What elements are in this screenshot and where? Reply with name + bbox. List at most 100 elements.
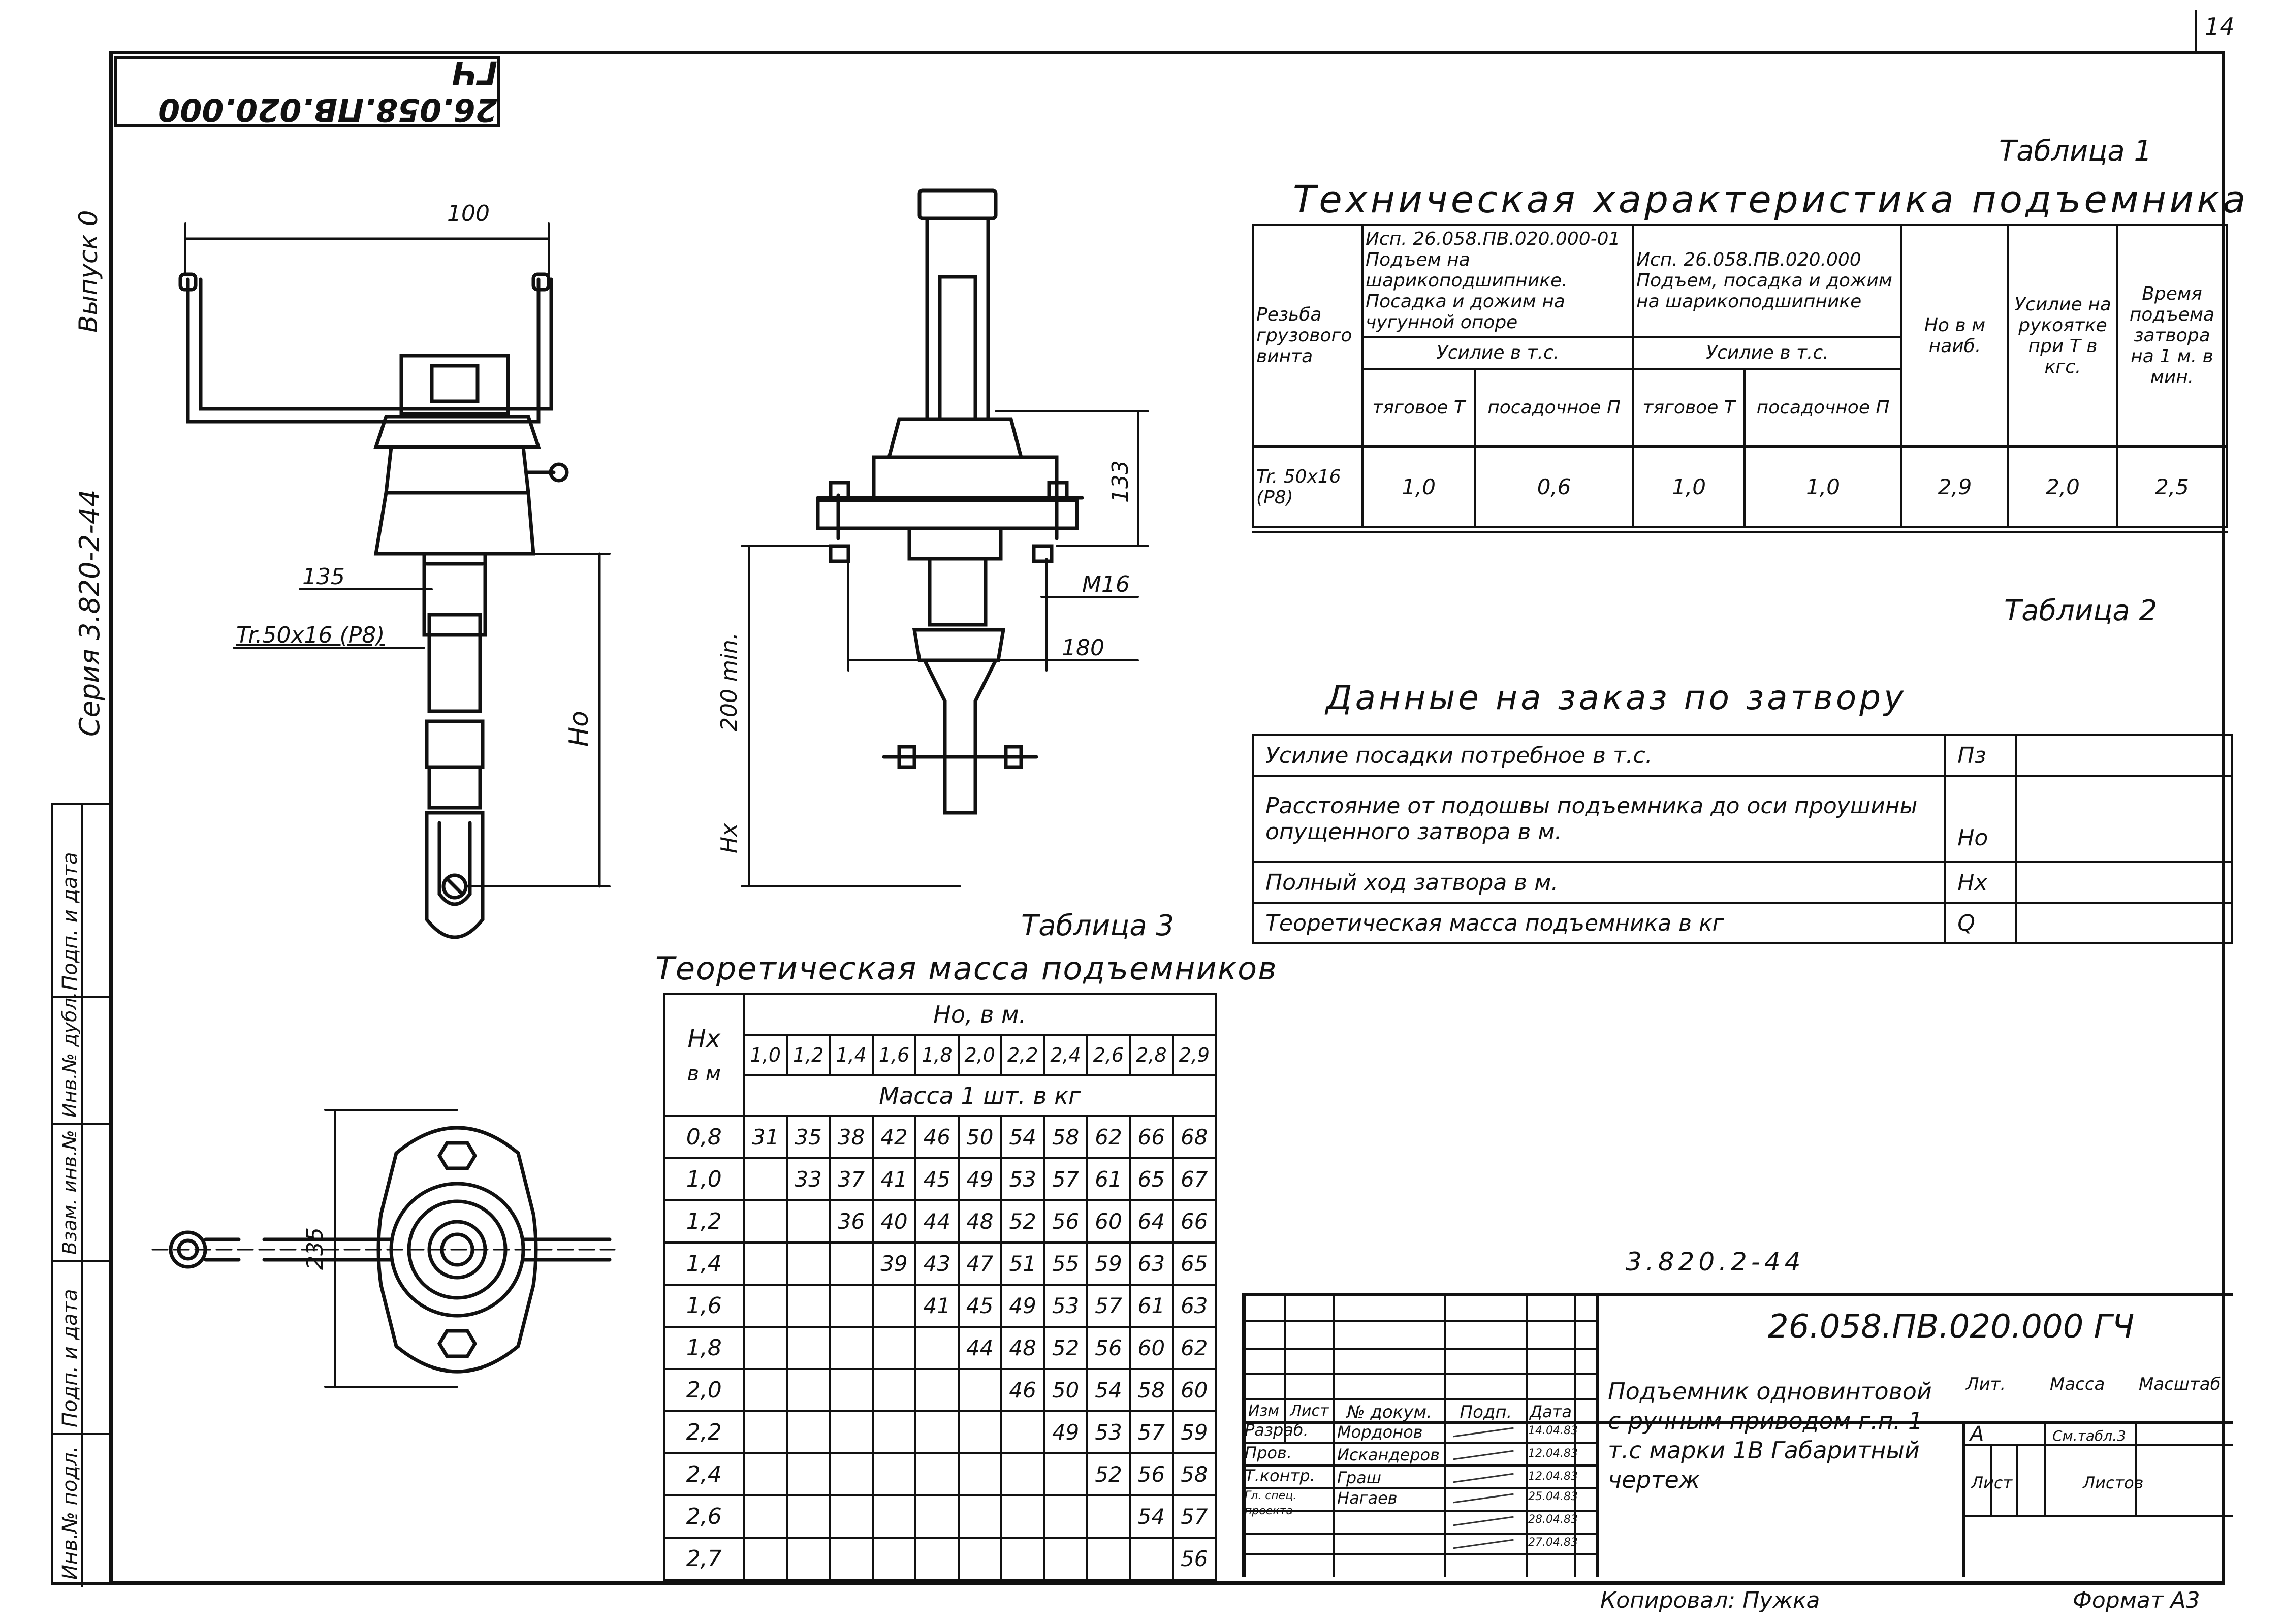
t3-mass-cell: 44 — [957, 1326, 1002, 1370]
t3-mass-cell: 41 — [914, 1284, 960, 1328]
t3-mass-cell — [743, 1157, 788, 1201]
t3-mass-cell: 49 — [957, 1157, 1002, 1201]
tb-date: 12.04.83 — [1528, 1447, 1578, 1460]
t3-mass-cell — [871, 1537, 917, 1581]
t3-mass-cell: 65 — [1171, 1241, 1217, 1286]
series-code: 3.820.2-44 — [1626, 1247, 1805, 1277]
t3-mass-cell — [785, 1199, 831, 1244]
tb-col-date: Дата — [1530, 1402, 1572, 1421]
t2-row-label: Усилие посадки потребное в т.с. — [1252, 734, 1947, 777]
tb-col-list: Лист — [1290, 1402, 1329, 1420]
t3-mass-cell: 53 — [1086, 1410, 1131, 1454]
t1-col-v2: Исп. 26.058.ПВ.020.000 Подъем, посадка и… — [1632, 224, 1902, 338]
t3-mass-cell — [829, 1284, 874, 1328]
t3-mass-cell: 46 — [1000, 1368, 1045, 1412]
t3-mass-cell — [785, 1494, 831, 1539]
t3-ho-value: 2,4 — [1043, 1034, 1088, 1076]
t2-row-value — [2015, 775, 2233, 863]
t3-mass-cell: 63 — [1129, 1241, 1174, 1286]
tb-role: Гл. спец. проекта — [1245, 1489, 1297, 1517]
tb-date: 25.04.83 — [1528, 1490, 1578, 1503]
t3-mass-cell — [1043, 1452, 1088, 1496]
tb-date: 14.04.83 — [1528, 1424, 1578, 1437]
t3-mass-cell: 50 — [957, 1115, 1002, 1159]
t3-mass-cell — [743, 1326, 788, 1370]
t3-hx-value: 0,8 — [663, 1115, 745, 1159]
t3-mass-cell — [1000, 1537, 1045, 1581]
t1-cell: 1,0 — [1361, 445, 1476, 528]
t2-row-label: Расстояние от подошвы подъемника до оси … — [1252, 775, 1947, 863]
table3-title: Теоретическая масса подъемников — [655, 950, 1278, 987]
t3-mass-cell: 46 — [914, 1115, 960, 1159]
handle-left-arm — [186, 277, 449, 424]
t3-mass-cell — [829, 1241, 874, 1286]
t3-mass-cell: 60 — [1129, 1326, 1174, 1370]
t3-mass-cell: 48 — [1000, 1326, 1045, 1370]
table2-caption: Таблица 2 — [2004, 594, 2158, 627]
tb-person-name: Нагаев — [1337, 1488, 1398, 1508]
t3-mass-cell — [1043, 1494, 1088, 1539]
t3-ho-value: 2,8 — [1129, 1034, 1174, 1076]
table2: Усилие посадки потребное в т.с. Пз Расст… — [1252, 734, 2233, 944]
t3-mass-cell: 49 — [1043, 1410, 1088, 1454]
t3-hx-unit: в м — [687, 1062, 721, 1086]
table1-caption: Таблица 1 — [1999, 135, 2152, 168]
tb-date: 28.04.83 — [1528, 1513, 1578, 1526]
t1-row-thread: Tr. 50х16 (Р8) — [1252, 445, 1364, 528]
t3-mass-cell: 40 — [871, 1199, 917, 1244]
dim-235: 235 — [302, 1227, 328, 1270]
t1-col-thread: Резьба грузового винта — [1252, 223, 1364, 448]
t3-hx-header: Нх в м — [663, 993, 745, 1117]
t3-mass-cell: 51 — [1000, 1241, 1045, 1286]
title-block-frame — [1242, 1293, 2233, 1577]
t1-seating: посадочное П — [1474, 368, 1635, 448]
t3-mass-cell: 35 — [785, 1115, 831, 1159]
t3-mass-cell: 65 — [1129, 1157, 1174, 1201]
t3-mass-cell: 58 — [1043, 1115, 1088, 1159]
t3-mass-cell: 56 — [1171, 1537, 1217, 1581]
dim-200-min: 200 min. — [716, 632, 742, 731]
dim-133: 133 — [1107, 460, 1133, 503]
dim-100: 100 — [447, 201, 490, 227]
t3-hx-value: 2,0 — [663, 1368, 745, 1412]
tb-mass: Масса — [2050, 1374, 2105, 1394]
t3-mass-cell: 54 — [1129, 1494, 1174, 1539]
table1: Резьба грузового винта Исп. 26.058.ПВ.02… — [1252, 223, 2228, 528]
t1-traction-2: тяговое Т — [1632, 368, 1746, 448]
t3-mass-cell — [957, 1494, 1002, 1539]
tb-lit: Лит. — [1966, 1374, 2006, 1394]
t3-mass-cell: 52 — [1086, 1452, 1131, 1496]
t3-mass-cell: 49 — [1000, 1284, 1045, 1328]
t3-mass-cell — [871, 1494, 917, 1539]
t3-mass-cell — [829, 1452, 874, 1496]
t3-mass-cell: 55 — [1043, 1241, 1088, 1286]
t3-mass-cell: 59 — [1086, 1241, 1131, 1286]
t3-mass-cell — [785, 1368, 831, 1412]
tb-role: Разраб. — [1245, 1420, 1309, 1440]
dim-hx: Нх — [716, 823, 742, 853]
t3-mass-cell — [785, 1452, 831, 1496]
t3-mass-cell — [785, 1410, 831, 1454]
t3-mass-cell — [829, 1537, 874, 1581]
t3-mass-cell — [914, 1326, 960, 1370]
t3-mass-cell — [743, 1410, 788, 1454]
tb-sheets: Листов — [2083, 1473, 2144, 1492]
t3-mass-cell — [829, 1368, 874, 1412]
t3-mass-cell: 33 — [785, 1157, 831, 1201]
t3-mass-cell — [743, 1199, 788, 1244]
tb-date: 27.04.83 — [1528, 1536, 1578, 1549]
t3-mass-cell — [743, 1368, 788, 1412]
t3-mass-cell: 37 — [829, 1157, 874, 1201]
t3-hx-value: 1,6 — [663, 1284, 745, 1328]
t2-row-symbol: Пз — [1944, 734, 2018, 777]
t3-mass-cell: 67 — [1171, 1157, 1217, 1201]
tb-col-sign: Подп. — [1460, 1402, 1512, 1422]
t2-row-symbol: Но — [1944, 775, 2018, 863]
